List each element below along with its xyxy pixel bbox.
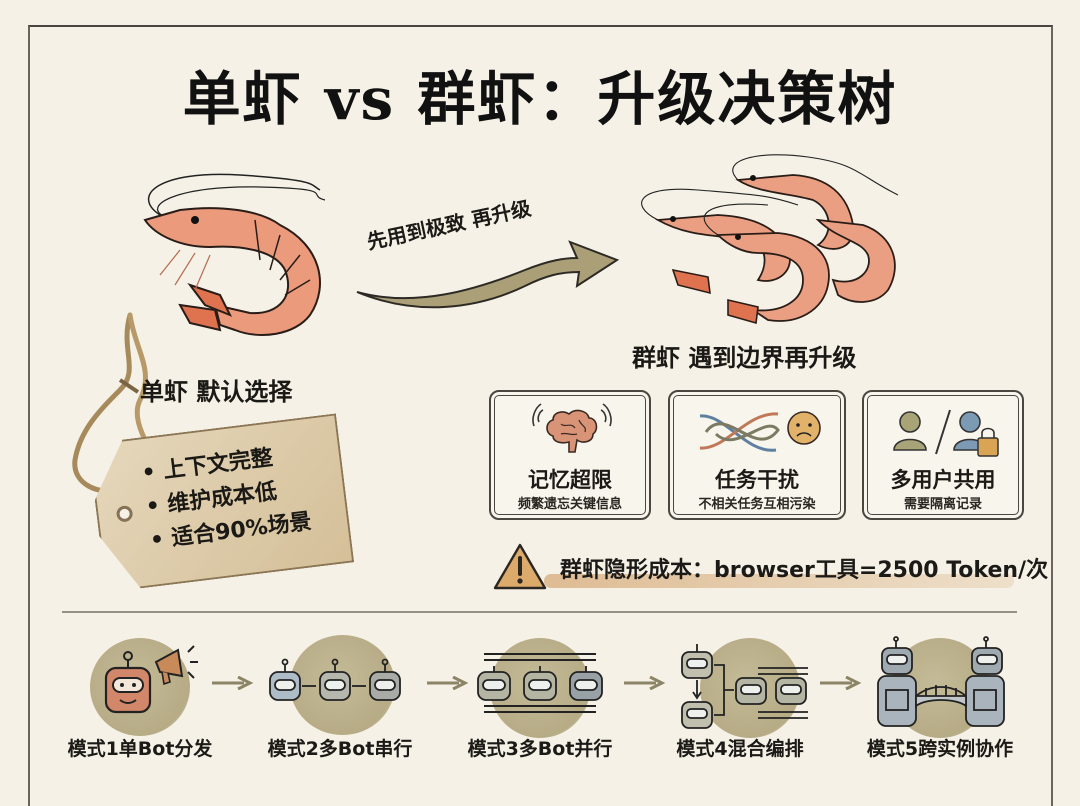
group-shrimp-heading: 群虾 遇到边界再升级: [632, 344, 857, 372]
benefit-list: 上下文完整 维护成本低 适合90%场景: [140, 438, 314, 559]
warning-text: 群虾隐形成本：browser工具=2500 Token/次: [560, 558, 1049, 583]
card-title: 记忆超限: [528, 468, 612, 492]
group-shrimp-icon: [641, 154, 899, 325]
next-arrow-icon: [427, 676, 469, 690]
card-multi-user: 多用户共用 需要隔离记录: [862, 390, 1024, 520]
warning-icon: [493, 543, 547, 590]
card-subtitle: 不相关任务互相污染: [698, 497, 816, 512]
hidden-cost-warning: 群虾隐形成本：browser工具=2500 Token/次: [492, 542, 1048, 592]
mode-label: 模式2多Bot串行: [267, 738, 413, 760]
single-shrimp-icon: [143, 173, 326, 336]
card-task-interference: 任务干扰 不相关任务互相污染: [668, 390, 846, 520]
bot-megaphone-icon: [104, 645, 198, 714]
upgrade-arrow-icon: [356, 240, 620, 309]
card-title: 任务干扰: [715, 468, 799, 492]
section-divider: [62, 611, 1017, 613]
users-lock-icon: [893, 409, 999, 457]
card-subtitle: 需要隔离记录: [903, 497, 982, 512]
page-title: 单虾 vs 群虾：升级决策树: [182, 65, 898, 133]
next-arrow-icon: [624, 676, 666, 690]
card-subtitle: 频繁遗忘关键信息: [517, 497, 622, 512]
bots-serial-icon: [269, 658, 401, 701]
mode-label: 模式1单Bot分发: [67, 738, 213, 760]
single-shrimp-tag: 上下文完整 维护成本低 适合90%场景: [88, 413, 354, 592]
mode-1: 模式1单Bot分发: [40, 630, 240, 770]
brain-icon: [532, 403, 612, 453]
mode-3: 模式3多Bot并行: [440, 630, 640, 770]
mode-2: 模式2多Bot串行: [240, 630, 440, 770]
card-memory-limit: 记忆超限 频繁遗忘关键信息: [489, 390, 651, 520]
next-arrow-icon: [212, 676, 254, 690]
tangled-lines-icon: [699, 411, 821, 452]
mode-label: 模式5跨实例协作: [866, 738, 1014, 760]
bots-parallel-icon: [477, 653, 603, 713]
card-title: 多用户共用: [890, 468, 996, 492]
page-frame: [28, 25, 1053, 806]
next-arrow-icon: [820, 676, 862, 690]
mode-label: 模式3多Bot并行: [467, 738, 613, 760]
mode-5: 模式5跨实例协作: [840, 630, 1040, 770]
bots-bridge-icon: [877, 636, 1005, 727]
mode-label: 模式4混合编排: [676, 738, 804, 760]
mode-4: 模式4混合编排: [640, 630, 840, 770]
single-shrimp-heading: 单虾 默认选择: [140, 378, 293, 406]
bots-hybrid-icon: [681, 644, 808, 729]
